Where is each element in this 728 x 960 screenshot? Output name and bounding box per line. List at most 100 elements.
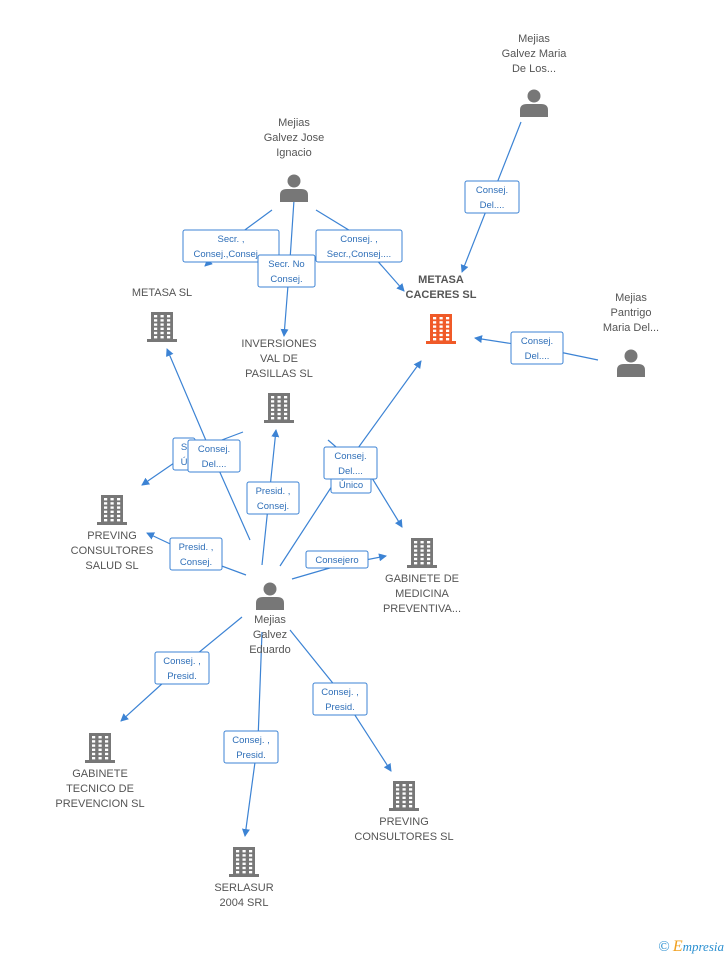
edge-label-e3[interactable]: Consej. , Secr.,Consej....: [315, 229, 403, 263]
edge-label-e1[interactable]: Consej. Del....: [464, 180, 520, 214]
node-label: CONSULTORES SL: [354, 831, 453, 843]
edge-label-text: Del....: [525, 351, 550, 362]
node-label: MEDICINA: [395, 588, 449, 600]
node-label: GABINETE DE: [385, 573, 459, 585]
node-inv[interactable]: INVERSIONES VAL DE PASILLAS SL: [241, 338, 317, 423]
edge-label-text: Único: [339, 480, 363, 491]
node-label: Eduardo: [249, 644, 291, 656]
edge-label-text: Presid.: [236, 750, 266, 761]
copyright-icon: ©: [658, 938, 670, 955]
edge-label-text: Consej.: [476, 185, 508, 196]
building-icon: [407, 538, 437, 568]
edge-label-text: Consej.: [270, 274, 302, 285]
node-label: SALUD SL: [85, 560, 138, 572]
edge-label-e4[interactable]: Secr. No Consej.: [257, 254, 316, 288]
node-label: INVERSIONES: [241, 338, 316, 350]
building-icon: [229, 847, 259, 877]
node-gmp[interactable]: GABINETE DE MEDICINA PREVENTIVA...: [383, 538, 461, 615]
edge-label-text: Consej.: [521, 336, 553, 347]
edge-label-text: Secr.,Consej....: [327, 249, 391, 260]
footer-brand: © Empresia: [658, 938, 724, 956]
node-ser[interactable]: SERLASUR 2004 SRL: [214, 847, 274, 909]
edge-label-text: Consej.: [198, 444, 230, 455]
edge-label-text: Consej.,Consej....: [194, 249, 269, 260]
node-label: PREVING: [87, 530, 137, 542]
edge-label-e14[interactable]: Consej. , Presid.: [312, 682, 368, 716]
edge-label-text: Consejero: [315, 555, 358, 566]
node-label: METASA: [418, 274, 464, 286]
node-label: De Los...: [512, 63, 556, 75]
node-label: Mejias: [615, 292, 647, 304]
edge-label-text: Secr. ,: [218, 234, 245, 245]
node-label: CONSULTORES: [71, 545, 154, 557]
node-label: Mejias: [278, 117, 310, 129]
building-icon: [97, 495, 127, 525]
edge-label-e10[interactable]: Consej. Del....: [323, 446, 378, 480]
edge-label-e2[interactable]: Secr. , Consej.,Consej....: [182, 229, 280, 263]
node-label: Mejias: [254, 614, 286, 626]
edge-label-e13[interactable]: Consej. , Presid.: [154, 651, 210, 685]
edge-label-e12[interactable]: Consejero: [305, 550, 369, 569]
node-pc[interactable]: PREVING CONSULTORES SL: [354, 781, 454, 843]
edge-label-text: Presid.: [167, 671, 197, 682]
edge-label-text: Presid.: [325, 702, 355, 713]
edge-label-text: Secr. No: [268, 259, 304, 270]
node-label: PREVING: [379, 816, 429, 828]
node-pcs[interactable]: PREVING CONSULTORES SALUD SL: [71, 495, 154, 572]
edge-label-text: Del....: [202, 459, 227, 470]
node-metc[interactable]: METASA CACERES SL: [406, 274, 477, 344]
edge-label-e5[interactable]: Consej. Del....: [510, 331, 564, 365]
node-label: VAL DE: [260, 353, 298, 365]
node-label: PASILLAS SL: [245, 368, 313, 380]
node-gtp[interactable]: GABINETE TECNICO DE PREVENCION SL: [55, 733, 145, 810]
building-icon: [389, 781, 419, 811]
person-icon: [520, 89, 548, 117]
node-met[interactable]: METASA SL: [132, 287, 192, 342]
building-icon: [426, 314, 456, 344]
edge-label-e8[interactable]: Presid. , Consej.: [246, 481, 300, 515]
edge-label-e15[interactable]: Consej. , Presid.: [223, 730, 279, 764]
node-label: CACERES SL: [406, 289, 477, 301]
edge-label-text: Consej. ,: [321, 687, 359, 698]
node-label: METASA SL: [132, 287, 192, 299]
edge-label-text: Consej. ,: [232, 735, 270, 746]
edge-label-text: Consej.: [180, 557, 212, 568]
node-label: Ignacio: [276, 147, 311, 159]
person-icon: [280, 174, 308, 202]
edge-label-e7[interactable]: Consej. Del....: [187, 439, 241, 473]
node-label: SERLASUR: [214, 882, 273, 894]
node-label: Galvez: [253, 629, 287, 641]
person-icon: [617, 349, 645, 377]
edge-label-text: Ú: [181, 457, 188, 468]
node-label: PREVENTIVA...: [383, 603, 461, 615]
node-label: Maria Del...: [603, 322, 659, 334]
brand-logo: Empresia: [672, 938, 724, 955]
building-icon: [85, 733, 115, 763]
edge-label-text: Presid. ,: [179, 542, 214, 553]
node-label: GABINETE: [72, 768, 128, 780]
edge-label-text: Del....: [338, 466, 363, 477]
node-label: Galvez Jose: [264, 132, 325, 144]
building-icon: [264, 393, 294, 423]
node-label: 2004 SRL: [220, 897, 269, 909]
person-icon: [256, 582, 284, 610]
edge-label-e11[interactable]: Presid. , Consej.: [169, 537, 223, 571]
building-icon: [147, 312, 177, 342]
edge-label-text: Del....: [480, 200, 505, 211]
node-label: Galvez Maria: [502, 48, 568, 60]
node-label: PREVENCION SL: [55, 798, 144, 810]
edge-label-text: Presid. ,: [256, 486, 291, 497]
edge-label-text: Consej.: [334, 451, 366, 462]
edge-label-text: Consej. ,: [163, 656, 201, 667]
edge-label-text: S: [181, 442, 187, 453]
node-label: Pantrigo: [611, 307, 652, 319]
node-label: TECNICO DE: [66, 783, 134, 795]
edge-label-text: Consej. ,: [340, 234, 378, 245]
edge-label-text: Consej.: [257, 501, 289, 512]
node-label: Mejias: [518, 33, 550, 45]
